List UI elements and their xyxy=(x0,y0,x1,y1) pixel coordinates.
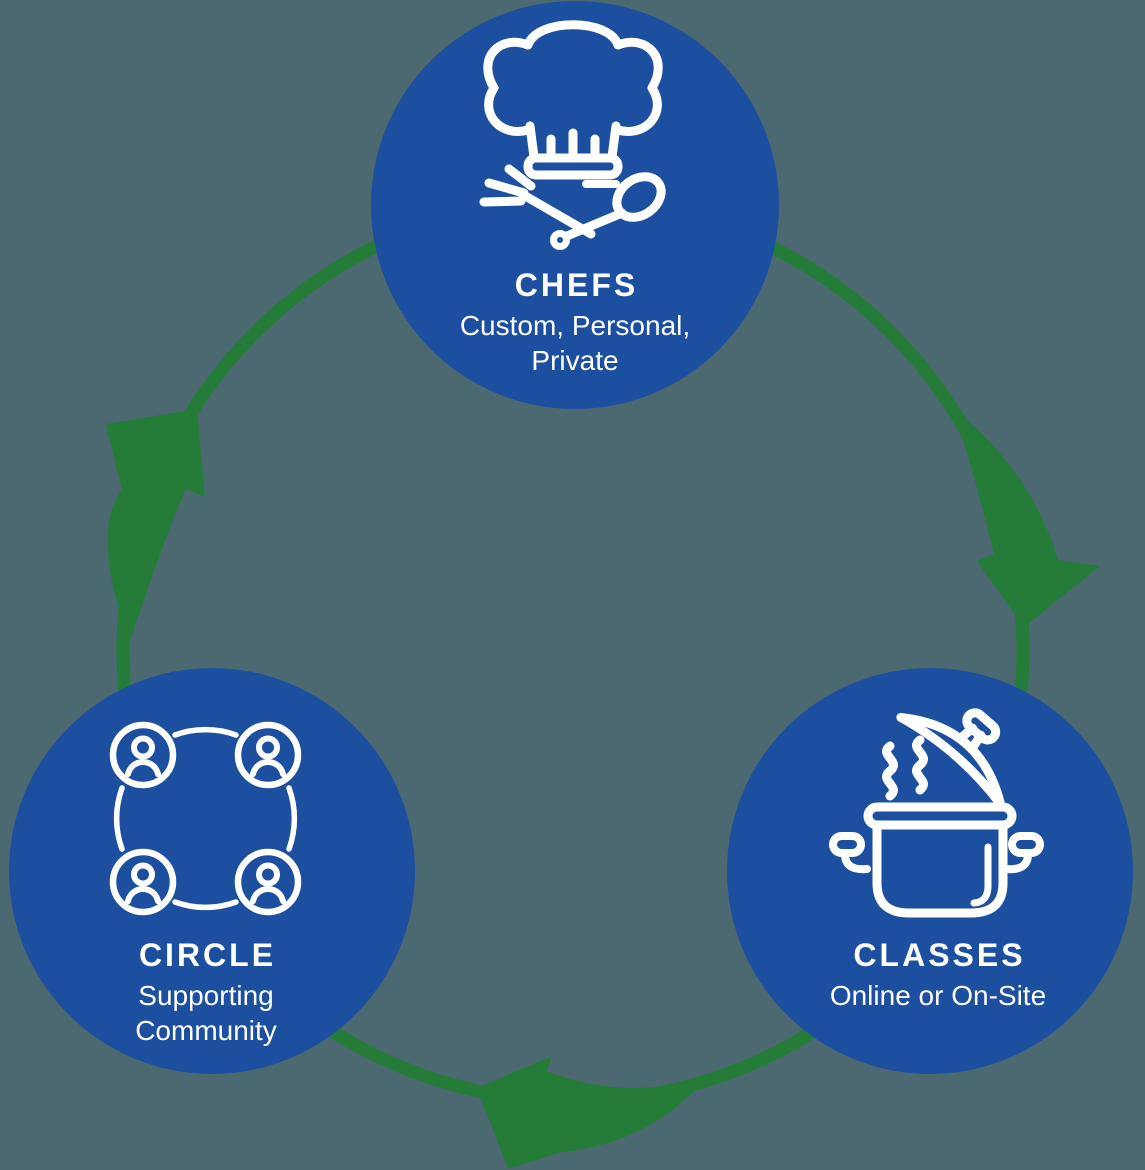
arrow-classes-to-circle xyxy=(477,1056,707,1169)
cooking-pot-icon xyxy=(829,708,1044,918)
node-chefs-circle xyxy=(371,1,779,409)
person-avatar-icon xyxy=(109,721,177,789)
community-circle-icon xyxy=(109,721,302,916)
node-circle-circle xyxy=(9,668,415,1074)
chef-hat-icon xyxy=(479,20,666,250)
person-avatar-icon xyxy=(234,721,302,789)
arrow-circle-to-chefs xyxy=(106,409,205,640)
person-avatar-icon xyxy=(234,848,302,916)
person-avatar-icon xyxy=(109,848,177,916)
node-classes-circle xyxy=(727,668,1133,1074)
arrow-chefs-to-classes xyxy=(955,410,1100,627)
